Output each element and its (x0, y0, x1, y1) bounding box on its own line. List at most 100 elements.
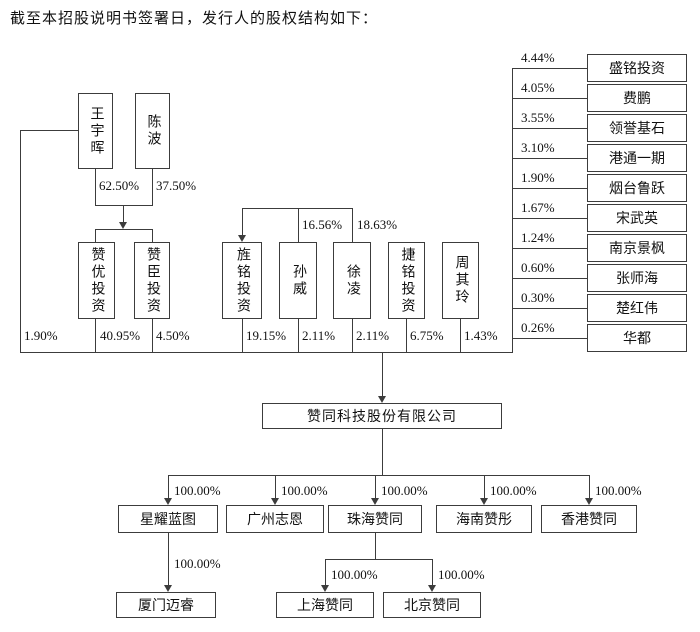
arrowhead-down-icon (119, 222, 127, 229)
connector-right-stub (512, 308, 587, 309)
connector-jingming-arrow-stem (242, 208, 243, 235)
box-xingyao-lantu: 星耀蓝图 (118, 505, 218, 533)
connector-right-stub (512, 188, 587, 189)
connector-zhuhai-split (325, 559, 432, 560)
connector-right-stub (512, 158, 587, 159)
pct-xuling: 2.11% (356, 328, 390, 343)
pct-zanyou: 40.95% (100, 328, 141, 343)
connector-jingming-top (242, 208, 352, 209)
connector-sunwei-up (298, 208, 299, 242)
pct-xiamen: 100.00% (174, 556, 221, 571)
box-company: 赞同科技股份有限公司 (262, 403, 502, 429)
pct-wang-stake: 62.50% (99, 178, 140, 193)
box-fei-peng: 费鹏 (587, 84, 687, 112)
box-wang-yuhui: 王宇晖 (78, 93, 113, 169)
arrowhead-down-icon (164, 498, 172, 505)
box-shanghai-zantong: 上海赞同 (276, 592, 374, 618)
connector-right-stub (512, 248, 587, 249)
box-chu-hongwei: 楚红伟 (587, 294, 687, 322)
pct-lingyu: 3.55% (521, 110, 555, 125)
connector-sub1-drop (168, 475, 169, 500)
pct-yantai: 1.90% (521, 170, 555, 185)
connector-to-company (382, 352, 383, 398)
connector-right-stub (512, 338, 587, 339)
pct-sunwei-in-jingming: 16.56% (302, 217, 343, 232)
connector-beijing-drop (432, 559, 433, 588)
connector-sub5-drop (589, 475, 590, 500)
pct-sub3: 100.00% (381, 483, 428, 498)
pct-shengming: 4.44% (521, 50, 555, 65)
box-lingyu-jishi: 领誉基石 (587, 114, 687, 142)
box-nanjing-jingfeng: 南京景枫 (587, 234, 687, 262)
connector-xingyao-down (168, 533, 169, 588)
connector-chen-drop (152, 169, 153, 205)
connector-sub4-drop (484, 475, 485, 500)
pct-sub4: 100.00% (490, 483, 537, 498)
arrowhead-down-icon (271, 498, 279, 505)
connector-xuling-up (352, 208, 353, 242)
connector-wang-drop (95, 169, 96, 205)
connector-jingming-to-bottom (242, 319, 243, 352)
box-hainan-zantong: 海南赞彤 (436, 505, 532, 533)
pct-shanghai: 100.00% (331, 567, 378, 582)
pct-gangtong: 3.10% (521, 140, 555, 155)
box-zhuhai-zantong: 珠海赞同 (328, 505, 422, 533)
box-huadu: 华都 (587, 324, 687, 352)
box-guangzhou-zhien: 广州志恩 (226, 505, 324, 533)
pct-jieming: 6.75% (410, 328, 444, 343)
box-shengming-investment: 盛铭投资 (587, 54, 687, 82)
connector-right-spine (512, 68, 513, 353)
connector-company-down (382, 429, 383, 475)
pct-zhouqiling: 1.43% (464, 328, 498, 343)
pct-nanjing: 1.24% (521, 230, 555, 245)
connector-right-stub (512, 278, 587, 279)
pct-jingming: 19.15% (246, 328, 287, 343)
pct-zanchen: 4.50% (156, 328, 190, 343)
pct-sub2: 100.00% (281, 483, 328, 498)
pct-chen-stake: 37.50% (156, 178, 197, 193)
connector-right-stub (512, 68, 587, 69)
pct-feipeng: 4.05% (521, 80, 555, 95)
arrowhead-down-icon (378, 396, 386, 403)
page-title: 截至本招股说明书签署日，发行人的股权结构如下： (10, 11, 379, 27)
connector-founders-merge (95, 205, 153, 206)
pct-huadu: 0.26% (521, 320, 555, 335)
connector-shanghai-drop (325, 559, 326, 588)
arrowhead-down-icon (371, 498, 379, 505)
arrowhead-down-icon (321, 585, 329, 592)
arrowhead-down-icon (480, 498, 488, 505)
connector-right-stub (512, 218, 587, 219)
connector-zanchen-to-bottom (152, 319, 153, 352)
connector-wang-left-stub (20, 130, 78, 131)
connector-zanyou-drop (95, 229, 96, 242)
connector-sub2-drop (275, 475, 276, 500)
connector-subsidiaries-bar (168, 475, 589, 476)
arrowhead-down-icon (238, 235, 246, 242)
box-chen-bo: 陈波 (135, 93, 170, 169)
box-gangtong-yiqi: 港通一期 (587, 144, 687, 172)
box-hongkong-zantong: 香港赞同 (541, 505, 637, 533)
box-zanchen-investment: 赞臣投资 (134, 242, 170, 319)
arrowhead-down-icon (585, 498, 593, 505)
connector-sunwei-to-bottom (298, 319, 299, 352)
box-jieming-investment: 捷铭投资 (388, 242, 425, 319)
box-xu-ling: 徐凌 (333, 242, 371, 319)
box-jingming-investment: 旌铭投资 (222, 242, 262, 319)
box-sun-wei: 孙威 (279, 242, 317, 319)
connector-xuling-to-bottom (352, 319, 353, 352)
connector-founders-arrow-stem (123, 205, 124, 223)
connector-sub3-drop (375, 475, 376, 500)
connector-zanyou-to-bottom (95, 319, 96, 352)
arrowhead-down-icon (428, 585, 436, 592)
connector-collector-line (20, 352, 513, 353)
box-song-wuying: 宋武英 (587, 204, 687, 232)
pct-xuling-in-jingming: 18.63% (357, 217, 398, 232)
connector-right-stub (512, 98, 587, 99)
box-xiamen-mairui: 厦门迈睿 (116, 592, 216, 618)
pct-wang-direct: 1.90% (24, 328, 58, 343)
pct-zhangshihai: 0.60% (521, 260, 555, 275)
arrowhead-down-icon (164, 585, 172, 592)
connector-zhuhai-down (375, 533, 376, 559)
connector-right-stub (512, 128, 587, 129)
